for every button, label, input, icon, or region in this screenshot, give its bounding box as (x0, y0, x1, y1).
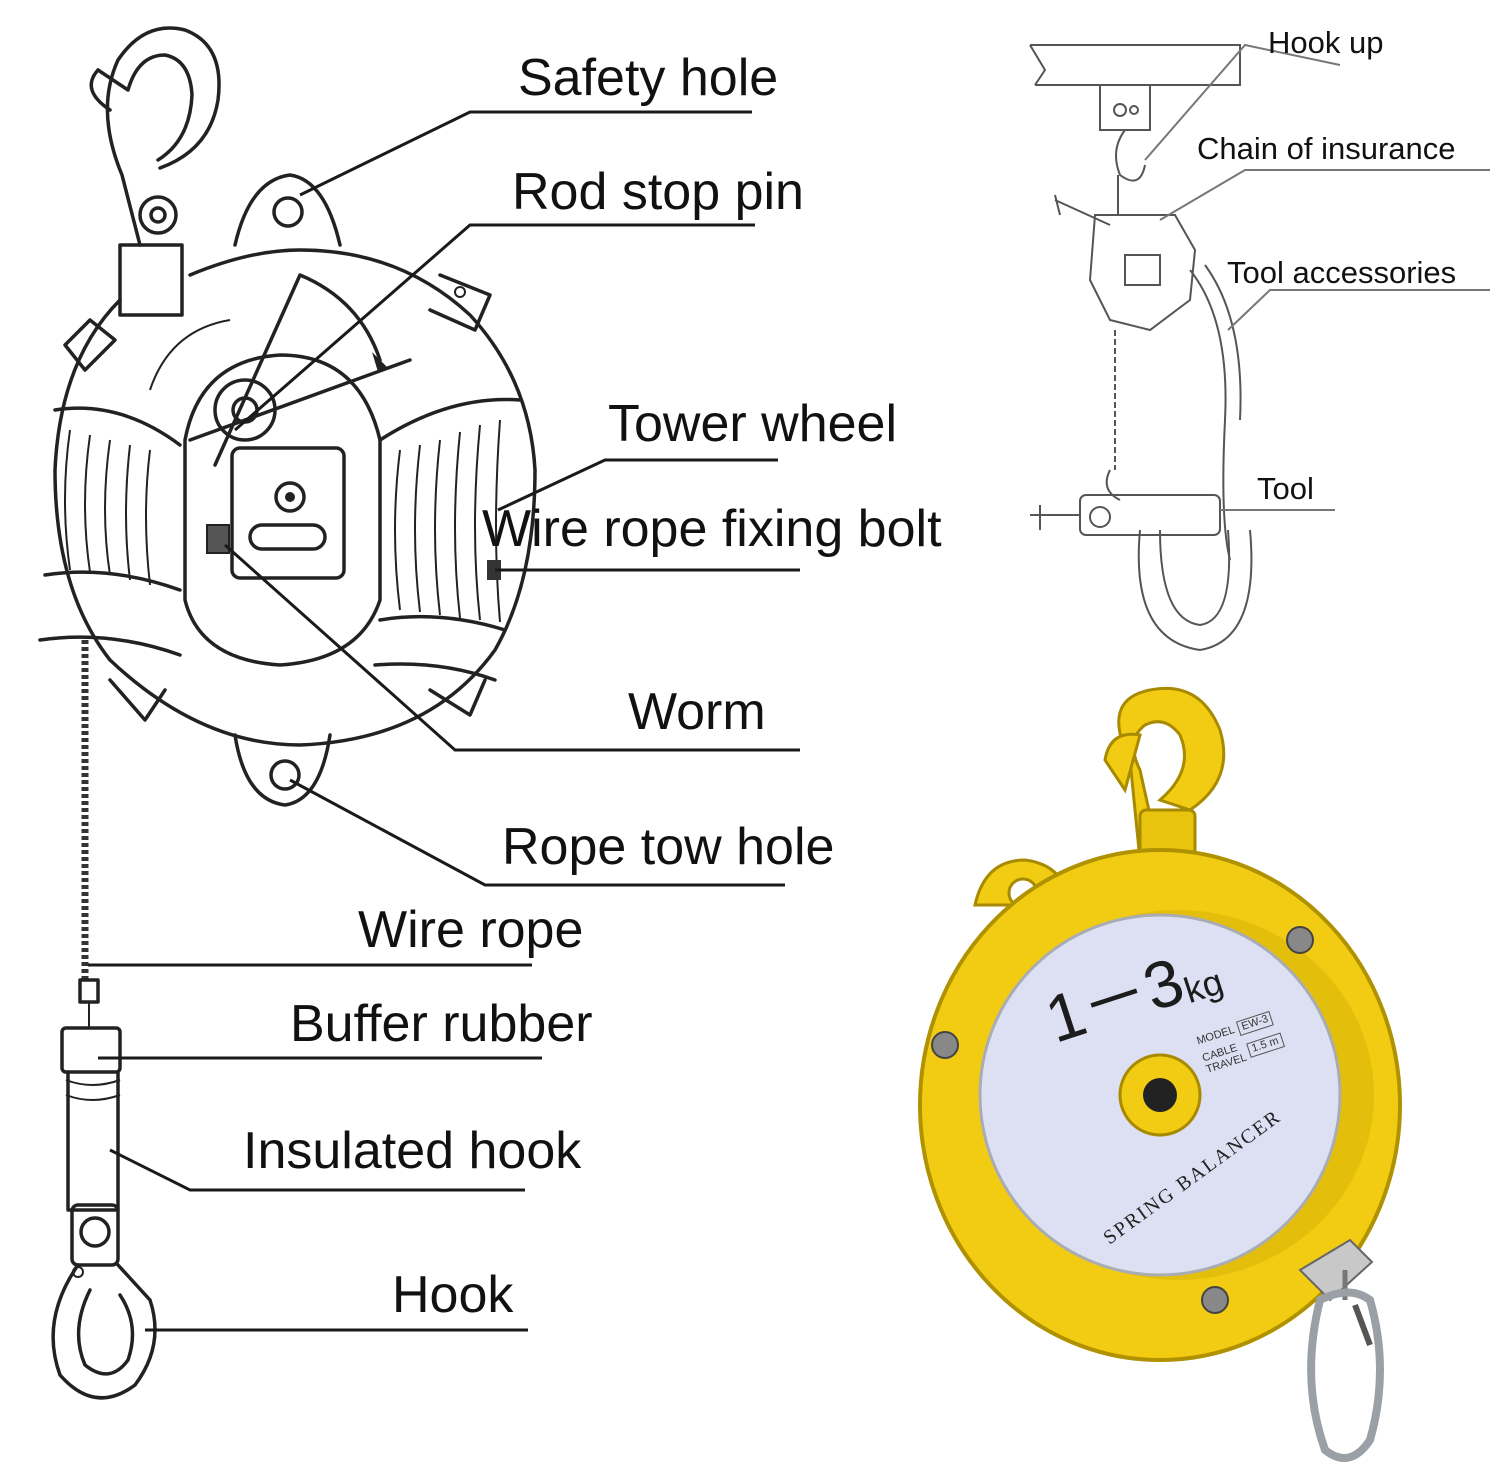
label-safety-hole: Safety hole (518, 49, 779, 107)
usage-sketch (1029, 43, 1490, 652)
label-tower-wheel: Tower wheel (608, 395, 898, 453)
label-hook: Hook (392, 1266, 514, 1324)
label-buffer-rubber: Buffer rubber (290, 995, 593, 1053)
label-tool: Tool (1257, 471, 1314, 506)
label-rod-stop-pin: Rod stop pin (512, 163, 804, 221)
label-wire-rope-fixing-bolt: Wire rope fixing bolt (482, 500, 942, 558)
label-rope-tow-hole: Rope tow hole (502, 818, 835, 876)
travel-value: 1.5 m (1246, 1032, 1285, 1058)
product-balancer (918, 686, 1402, 1462)
label-tool-accessories: Tool accessories (1227, 255, 1457, 290)
label-worm: Worm (628, 683, 766, 741)
label-hook-up: Hook up (1268, 25, 1384, 60)
label-wire-rope: Wire rope (358, 901, 584, 959)
exploded-balancer-drawing (38, 26, 800, 1400)
label-insulated-hook: Insulated hook (243, 1122, 582, 1180)
label-chain-of-insurance: Chain of insurance (1197, 131, 1456, 166)
